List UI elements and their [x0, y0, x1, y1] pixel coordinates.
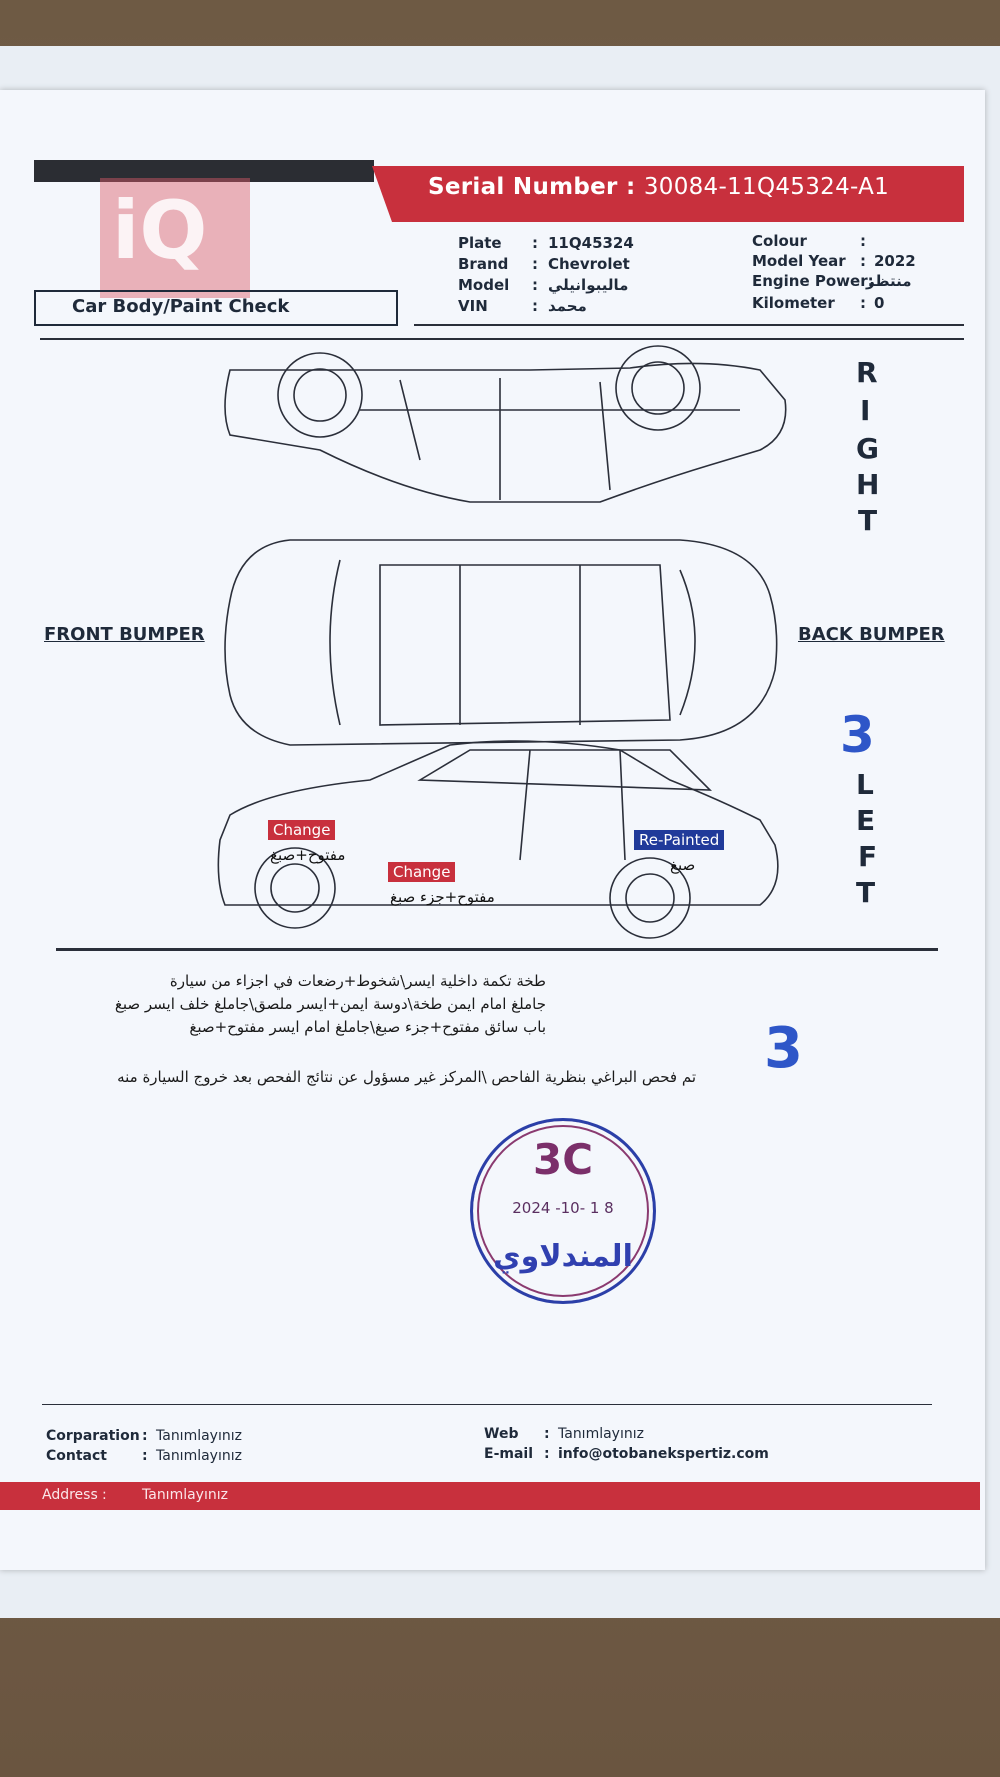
right-letter: H	[856, 468, 880, 501]
sep: :	[142, 1448, 148, 1464]
serial-number: Serial Number : 30084-11Q45324-A1	[428, 174, 889, 200]
divider	[414, 324, 964, 326]
address-value: Tanımlayınız	[142, 1487, 228, 1503]
handwritten-3: 3	[840, 706, 875, 764]
sep: :	[860, 294, 866, 312]
report-page	[0, 90, 985, 1570]
sep: :	[532, 276, 538, 294]
note-line: جاملغ امام ايمن طخة\دوسة ايمن+ايسر ملصق\…	[114, 995, 546, 1013]
repainted-tag: Re-Painted	[634, 830, 725, 850]
iq-logo: iQ	[100, 178, 250, 298]
damage-note: مفتوح+صبغ	[270, 846, 346, 864]
year-value: 2022	[874, 252, 916, 270]
car-diagram	[217, 345, 787, 939]
colour-label: Colour	[752, 232, 807, 250]
plate-value: 11Q45324	[548, 234, 634, 252]
sep: :	[532, 234, 538, 252]
damage-note: مفتوح+جزء صبغ	[390, 888, 495, 906]
brand-label: Brand	[458, 255, 509, 273]
inspection-stamp: 3C 2024 -10- 1 8 المندلاوي	[470, 1118, 656, 1304]
sep: :	[544, 1446, 550, 1462]
section-title: Car Body/Paint Check	[72, 296, 290, 317]
header-red-band	[372, 166, 964, 222]
web-label: Web	[484, 1426, 519, 1442]
back-bumper-label: BACK BUMPER	[798, 624, 945, 645]
divider	[40, 338, 964, 340]
model-label: Model	[458, 276, 510, 294]
section-title-box: Car Body/Paint Check	[34, 290, 398, 326]
year-label: Model Year	[752, 252, 846, 270]
note-line: باب سائق مفتوح+جزء صبغ\جاملغ امام ايسر م…	[189, 1018, 546, 1036]
web-value: Tanımlayınız	[558, 1426, 644, 1442]
address-bar: Address : Tanımlayınız	[0, 1482, 980, 1510]
right-letter: I	[860, 394, 871, 427]
km-value: 0	[874, 294, 885, 312]
right-letter: T	[858, 504, 878, 537]
header-dark-band	[34, 160, 374, 182]
sep: :	[532, 255, 538, 273]
disclaimer: تم فحص البراغي بنظرية الفاحص \المركز غير…	[117, 1068, 696, 1086]
email-value: info@otobanekspertiz.com	[558, 1446, 769, 1462]
power-label: Engine Power:	[752, 272, 874, 290]
car-right-side-view	[224, 345, 787, 503]
serial-value: 30084-11Q45324-A1	[643, 174, 890, 200]
left-letter: E	[856, 804, 876, 837]
left-letter: T	[856, 876, 876, 909]
logo-text: iQ	[112, 184, 208, 277]
left-letter: F	[858, 840, 878, 873]
email-label: E-mail	[484, 1446, 534, 1462]
contact-value: Tanımlayınız	[156, 1448, 242, 1464]
contact-label: Contact	[46, 1448, 107, 1464]
corp-label: Corparation	[46, 1428, 140, 1444]
left-letter: L	[856, 768, 874, 801]
inspection-notes: طخة تكمة داخلية ايسر\شخوط+رضعات في اجزاء…	[60, 970, 546, 1039]
right-letter: R	[856, 356, 878, 389]
vin-label: VIN	[458, 297, 488, 315]
km-label: Kilometer	[752, 294, 835, 312]
vin-value: محمد	[548, 297, 587, 315]
corp-value: Tanımlayınız	[156, 1428, 242, 1444]
divider	[56, 948, 938, 951]
sep: :	[532, 297, 538, 315]
plate-label: Plate	[458, 234, 502, 252]
divider	[42, 1404, 932, 1405]
serial-label: Serial Number :	[428, 174, 636, 200]
stamp-date: 2024 -10- 1 8	[512, 1199, 614, 1217]
handwritten-3: 3	[764, 1016, 803, 1081]
stamp-code: 3C	[532, 1135, 594, 1184]
sep: :	[860, 232, 866, 250]
stamp-name: المندلاوي	[493, 1239, 633, 1274]
address-label: Address	[42, 1487, 98, 1503]
car-top-view	[224, 539, 778, 746]
model-value: ماليبوانيلي	[548, 276, 629, 294]
change-tag: Change	[388, 862, 456, 882]
sep: :	[860, 252, 866, 270]
sep: :	[102, 1487, 107, 1503]
sep: :	[142, 1428, 148, 1444]
power-value: منتظر	[866, 272, 912, 290]
front-bumper-label: FRONT BUMPER	[44, 624, 205, 645]
sep: :	[544, 1426, 550, 1442]
damage-note: صبغ	[670, 856, 696, 874]
note-line: طخة تكمة داخلية ايسر\شخوط+رضعات في اجزاء…	[169, 972, 546, 990]
brand-value: Chevrolet	[548, 255, 630, 273]
car-left-side-view	[217, 740, 779, 939]
change-tag: Change	[268, 820, 336, 840]
right-letter: G	[856, 432, 879, 465]
